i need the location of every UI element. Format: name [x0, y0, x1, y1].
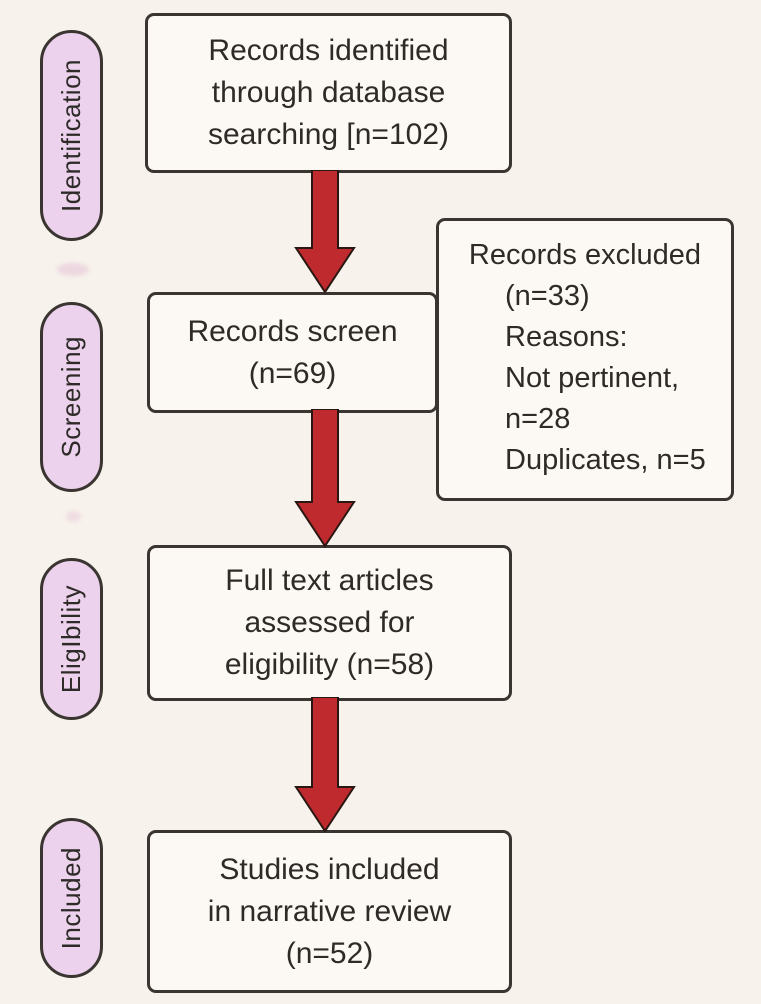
box-text-line: (n=52)	[285, 936, 374, 970]
flow-box-records-excluded: Records excluded (n=33) Reasons: Not per…	[436, 218, 734, 501]
box-text-line: Not pertinent,	[505, 362, 680, 394]
smudge-artifact	[66, 511, 81, 522]
down-arrow-icon	[294, 409, 356, 547]
stage-pill-identification: Identification	[40, 30, 103, 241]
smudge-artifact	[57, 263, 89, 276]
stage-label-identification: Identification	[56, 59, 86, 212]
box-text-line: assessed for	[244, 606, 415, 639]
box-text-line: (n=69)	[248, 356, 337, 390]
box-text-line: Duplicates, n=5	[505, 444, 706, 476]
flow-box-records-screened: Records screen (n=69)	[147, 292, 438, 413]
box-text-line: Records identified	[208, 34, 449, 67]
flow-box-records-identified: Records identified through database sear…	[145, 13, 512, 173]
box-text-line: Records excluded	[468, 239, 702, 271]
box-text-line: Reasons:	[505, 321, 628, 353]
box-text-line: Studies included	[219, 852, 440, 886]
stage-pill-screening: Screening	[40, 302, 103, 492]
box-text-line: Full text articles	[225, 564, 434, 597]
flow-box-studies-included: Studies included in narrative review (n=…	[147, 830, 512, 993]
stage-pill-eligibility: EligIbility	[40, 558, 103, 720]
box-text-line: searching [n=102)	[208, 118, 449, 151]
stage-label-included: Included	[56, 846, 86, 950]
stage-label-eligibility: EligIbility	[56, 584, 86, 694]
box-text-line: through database	[211, 76, 446, 109]
box-text-line: (n=33)	[505, 280, 590, 312]
flow-box-fulltext-assessed: Full text articles assessed for eligibil…	[147, 545, 512, 701]
box-text-line: in narrative review	[207, 894, 452, 928]
down-arrow-icon	[294, 170, 356, 293]
stage-pill-included: Included	[40, 818, 103, 978]
box-text-line: Records screen	[187, 314, 398, 348]
stage-label-screening: Screening	[56, 336, 86, 458]
down-arrow-icon	[294, 697, 356, 832]
box-text-line: n=28	[505, 403, 571, 435]
box-text-line: eligibility (n=58)	[224, 648, 435, 681]
